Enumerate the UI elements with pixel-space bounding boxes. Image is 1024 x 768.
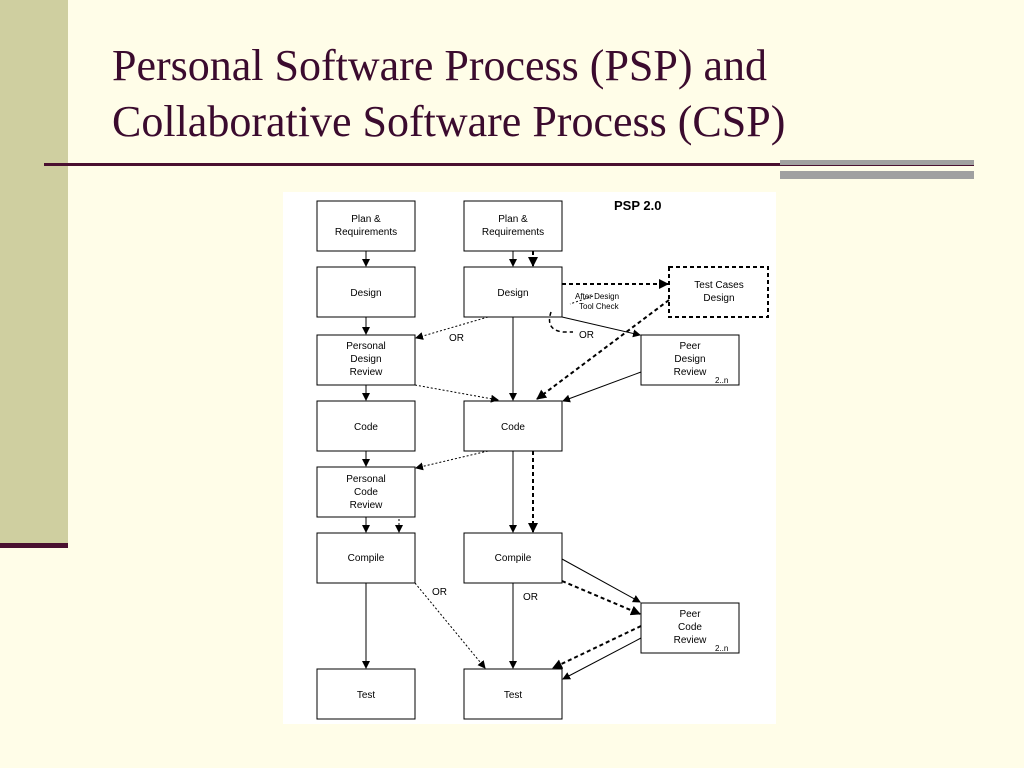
psp-test-box: Test <box>316 668 416 720</box>
peer-design-review-box: Peer Design Review 2..n <box>640 334 740 386</box>
test-cases-design-box: Test Cases Design <box>668 266 769 318</box>
peer-code-line-3: Review <box>674 635 708 646</box>
peer-design-line-1: Peer <box>679 341 701 352</box>
after-design-line-2: Tool Check <box>579 302 620 311</box>
or-alternative-arrows <box>414 295 594 669</box>
peer-design-line-3: Review <box>674 367 708 378</box>
csp-test-box: Test <box>463 668 563 720</box>
psp-csp-flow-diagram: PSP 2.0 Plan & Requirements Design Perso… <box>283 192 776 724</box>
csp-plan-line-2: Requirements <box>482 227 544 238</box>
title-accent-stripe-2 <box>780 171 974 179</box>
csp-flow-arrows <box>509 251 642 680</box>
psp-design-review-line-3: Review <box>350 367 384 378</box>
psp-plan-box: Plan & Requirements <box>316 200 416 252</box>
slide-title: Personal Software Process (PSP) and Coll… <box>112 38 992 150</box>
bold-dashed-arrows <box>528 251 670 669</box>
title-accent-stripe-1 <box>780 160 974 165</box>
csp-plan-line-1: Plan & <box>498 214 528 225</box>
psp-design-review-line-2: Design <box>350 354 381 365</box>
psp-test-label: Test <box>357 690 376 701</box>
csp-plan-box: Plan & Requirements <box>463 200 563 252</box>
csp-compile-box: Compile <box>463 532 563 584</box>
left-accent-bar <box>0 0 68 545</box>
psp-compile-label: Compile <box>348 553 385 564</box>
peer-code-line-2: Code <box>678 622 702 633</box>
after-design-line-1: After Design <box>575 292 619 301</box>
csp-code-box: Code <box>463 400 563 452</box>
psp-code-review-line-3: Review <box>350 500 384 511</box>
psp-version-label: PSP 2.0 <box>614 198 661 213</box>
psp-design-label: Design <box>350 288 381 299</box>
peer-code-line-1: Peer <box>679 609 701 620</box>
psp-code-box: Code <box>316 400 416 452</box>
slide-title-line-1: Personal Software Process (PSP) and <box>112 41 768 90</box>
csp-compile-label: Compile <box>495 553 532 564</box>
psp-plan-line-1: Plan & <box>351 214 381 225</box>
slide-title-line-2: Collaborative Software Process (CSP) <box>112 97 786 146</box>
peer-design-line-2: Design <box>674 354 705 365</box>
psp-design-review-line-1: Personal <box>346 341 385 352</box>
peer-design-multiplicity: 2..n <box>715 376 728 385</box>
peer-code-multiplicity: 2..n <box>715 644 728 653</box>
or-label-compile-psp: OR <box>432 587 447 598</box>
flow-diagram-svg: PSP 2.0 Plan & Requirements Design Perso… <box>316 198 769 720</box>
psp-code-review-line-1: Personal <box>346 474 385 485</box>
or-label-design: OR <box>449 333 464 344</box>
csp-code-label: Code <box>501 422 525 433</box>
psp-design-review-box: Personal Design Review <box>316 334 416 386</box>
psp-compile-box: Compile <box>316 532 416 584</box>
csp-design-box: Design <box>463 266 563 318</box>
tool-check-loop <box>548 311 573 333</box>
title-underline <box>44 163 974 166</box>
or-label-compile-csp: OR <box>523 592 538 603</box>
psp-code-review-line-2: Code <box>354 487 378 498</box>
psp-plan-line-2: Requirements <box>335 227 397 238</box>
psp-flow-arrows <box>362 251 403 669</box>
csp-design-label: Design <box>497 288 528 299</box>
csp-test-label: Test <box>504 690 523 701</box>
or-label-tool-check: OR <box>579 330 594 341</box>
left-accent-line <box>0 543 68 548</box>
psp-code-label: Code <box>354 422 378 433</box>
psp-code-review-box: Personal Code Review <box>316 466 416 518</box>
peer-code-review-box: Peer Code Review 2..n <box>640 602 740 654</box>
test-cases-line-1: Test Cases <box>694 280 743 291</box>
test-cases-line-2: Design <box>703 293 734 304</box>
psp-design-box: Design <box>316 266 416 318</box>
